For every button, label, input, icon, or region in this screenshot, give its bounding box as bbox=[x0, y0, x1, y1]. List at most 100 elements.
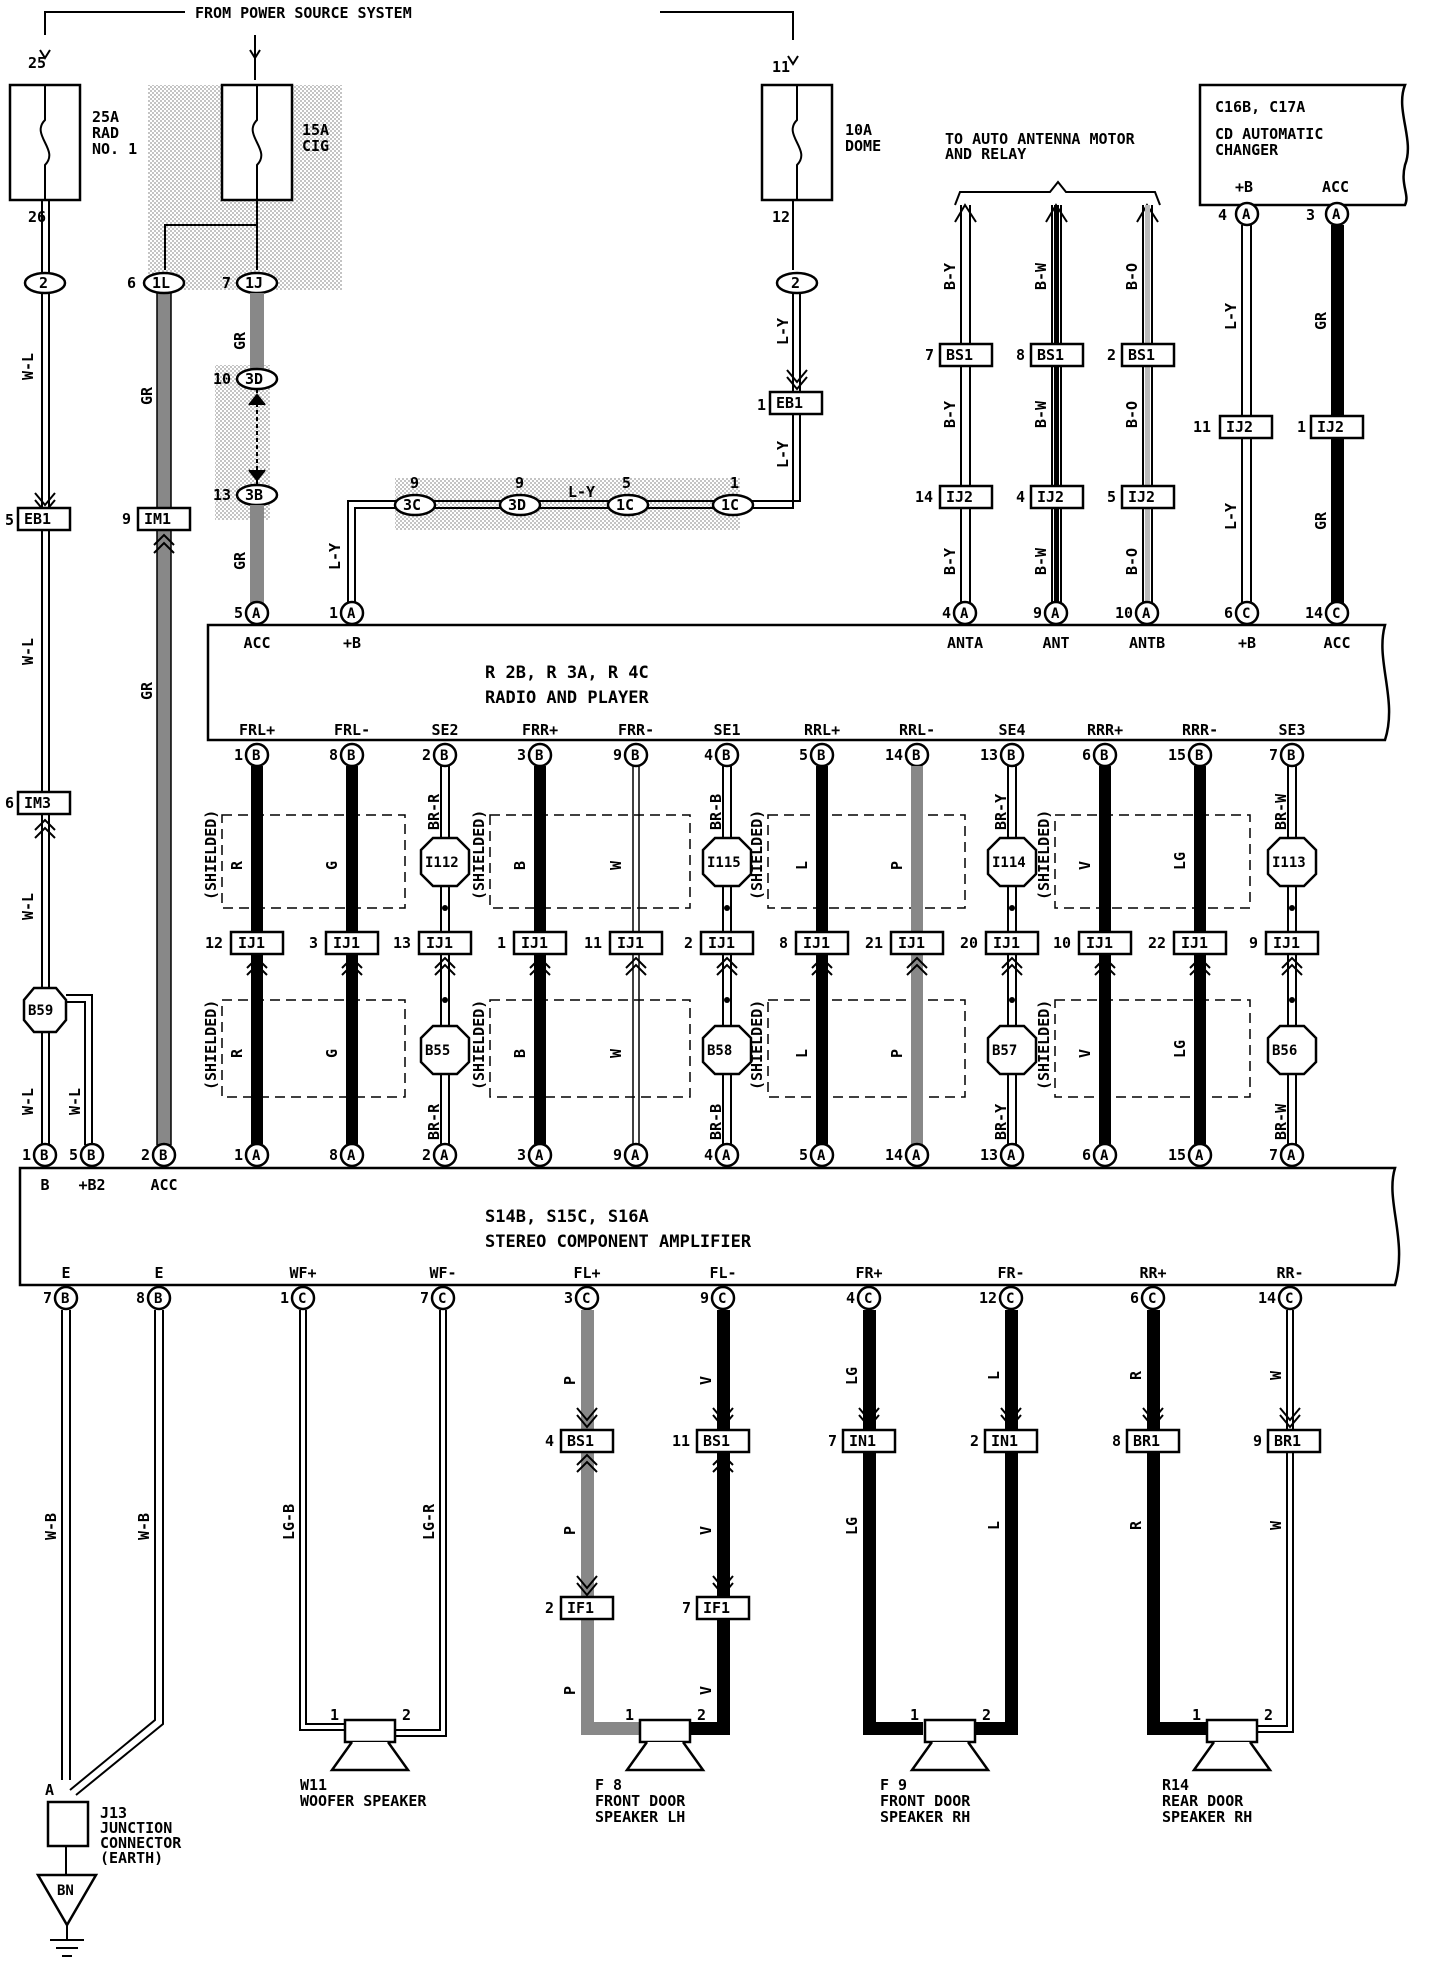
amp-pin-1-num: 8 bbox=[329, 1146, 338, 1164]
c3d-connector: 3D bbox=[235, 367, 279, 391]
bw-label-3: B-W bbox=[1032, 547, 1050, 575]
amp-bottom-label-0: E bbox=[62, 1264, 71, 1282]
ly-label-1: L-Y bbox=[774, 318, 792, 345]
svg-text:EB1: EB1 bbox=[776, 394, 803, 412]
c1c-connector-b: 1C 1 bbox=[711, 474, 755, 517]
channel-label-10: RRR- bbox=[1182, 721, 1218, 739]
svg-text:IN1: IN1 bbox=[849, 1432, 876, 1450]
cd-ly-label-1: L-Y bbox=[1222, 303, 1240, 330]
by-label-2: B-Y bbox=[941, 401, 959, 428]
junction-id: J13 bbox=[100, 1804, 127, 1822]
fr-l-label-1: L bbox=[985, 1371, 1003, 1380]
ij1-label-3: IJ1 bbox=[521, 934, 548, 952]
ij1-num-11: 9 bbox=[1249, 934, 1258, 952]
shield-top-3 bbox=[1054, 814, 1251, 909]
svg-text:2: 2 bbox=[545, 1599, 554, 1617]
radio-pin-3: B3 bbox=[517, 742, 553, 768]
woofer-wires bbox=[299, 1310, 447, 1737]
speaker-cone-0 bbox=[329, 1741, 411, 1772]
ij1-arrow-8 bbox=[1001, 956, 1023, 976]
amp-bottom-pin-6-circle bbox=[856, 1285, 882, 1311]
ant-bo-fill bbox=[1145, 205, 1150, 605]
radio-top-pin-0: A5 bbox=[234, 600, 270, 626]
wb-label-2: W-B bbox=[135, 1513, 153, 1540]
fuse-rad-amp: 25A bbox=[92, 108, 119, 126]
shield-bot-3 bbox=[1054, 999, 1251, 1098]
radio-pin-10-num: 15 bbox=[1168, 746, 1186, 764]
amp-tl-label-0: B bbox=[41, 1176, 50, 1194]
radio-pin-9-conn: B bbox=[1100, 748, 1108, 764]
wb-wire-1 bbox=[61, 1310, 71, 1780]
radio-pin-11-circle bbox=[1279, 742, 1305, 768]
svg-text:IM1: IM1 bbox=[144, 510, 171, 528]
ij1-arrow-5 bbox=[716, 956, 738, 976]
radio-pin-1-conn: B bbox=[347, 748, 355, 764]
amp-bottom-pin-7: C12 bbox=[979, 1285, 1024, 1311]
svg-text:1J: 1J bbox=[245, 274, 263, 292]
amp-bottom-pin-0: B7 bbox=[43, 1285, 79, 1311]
amp-bottom-pin-7-circle bbox=[998, 1285, 1024, 1311]
svg-text:7: 7 bbox=[925, 346, 934, 364]
shield-top-2 bbox=[767, 814, 966, 909]
cd-pin-acc-label: ACC bbox=[1322, 178, 1349, 196]
ij1-num-7: 21 bbox=[865, 934, 883, 952]
radio-pin-4-circle bbox=[623, 742, 649, 768]
ground-triangle bbox=[35, 1873, 99, 1928]
ij1-arrow-2 bbox=[434, 956, 456, 976]
splice-11-1 bbox=[1266, 1024, 1318, 1076]
ij1-num-5: 2 bbox=[684, 934, 693, 952]
radio-top-pin-1-num: 1 bbox=[329, 604, 338, 622]
amp-pin-3: A3 bbox=[517, 1142, 553, 1168]
amp-pin-8-circle bbox=[999, 1142, 1025, 1168]
splice-label-2-1: B55 bbox=[425, 1043, 450, 1059]
speaker-name1-0: WOOFER SPEAKER bbox=[300, 1792, 427, 1810]
amp-bottom-pin-1: B8 bbox=[136, 1285, 172, 1311]
amp-pin-4-conn: A bbox=[631, 1148, 640, 1164]
radio-pin-4-num: 9 bbox=[613, 746, 622, 764]
amp-bottom-pin-4-conn: C bbox=[582, 1291, 590, 1307]
speaker-name1-3: REAR DOOR bbox=[1162, 1792, 1244, 1810]
ij1-label-0: IJ1 bbox=[238, 934, 265, 952]
splice-5-1 bbox=[701, 1024, 753, 1076]
ij1-arrow-3 bbox=[529, 956, 551, 976]
radio-top-label-5: +B bbox=[1238, 634, 1256, 652]
amp-pin-3-num: 3 bbox=[517, 1146, 526, 1164]
c3d-arrows bbox=[248, 393, 266, 482]
svg-text:BR1: BR1 bbox=[1274, 1432, 1301, 1450]
radio-top-pin-3-num: 9 bbox=[1033, 604, 1042, 622]
radio-pin-11-num: 7 bbox=[1269, 746, 1278, 764]
fuse1-in-pin: 25 bbox=[28, 54, 46, 72]
cd-ij2-row: 11 IJ2 1 IJ2 bbox=[1193, 414, 1365, 440]
drain-dot-top-2 bbox=[442, 905, 448, 911]
drain-dot-top-11 bbox=[1289, 905, 1295, 911]
amp-bottom-pin-1-circle bbox=[146, 1285, 172, 1311]
svg-text:BR1: BR1 bbox=[1133, 1432, 1160, 1450]
ij1-label-8: IJ1 bbox=[993, 934, 1020, 952]
svg-text:IJ2: IJ2 bbox=[1317, 418, 1344, 436]
ij1-label-4: IJ1 bbox=[617, 934, 644, 952]
amp-pin-1: A8 bbox=[329, 1142, 365, 1168]
speaker-pin1-2: 1 bbox=[910, 1706, 919, 1724]
amp-pin-10-conn: A bbox=[1195, 1148, 1204, 1164]
fr-plus-wire bbox=[863, 1310, 876, 1735]
svg-text:A: A bbox=[1242, 207, 1251, 223]
amp-pin-6-circle bbox=[809, 1142, 835, 1168]
svg-text:8: 8 bbox=[1016, 346, 1025, 364]
radio-pin-2: B2 bbox=[422, 742, 458, 768]
b59-branch bbox=[66, 994, 93, 1145]
cd-line2: CD AUTOMATIC bbox=[1215, 125, 1323, 143]
lgb-label: LG-B bbox=[280, 1504, 298, 1540]
ij1-num-10: 22 bbox=[1148, 934, 1166, 952]
svg-text:2: 2 bbox=[39, 274, 48, 292]
shield-top-1 bbox=[489, 814, 691, 909]
amp-bottom-pin-0-circle bbox=[53, 1285, 79, 1311]
amp-tl-pin-1: B5 bbox=[69, 1142, 105, 1168]
radio-top-label-2: ANTA bbox=[947, 634, 983, 652]
speaker-arrows bbox=[576, 1407, 1301, 1597]
